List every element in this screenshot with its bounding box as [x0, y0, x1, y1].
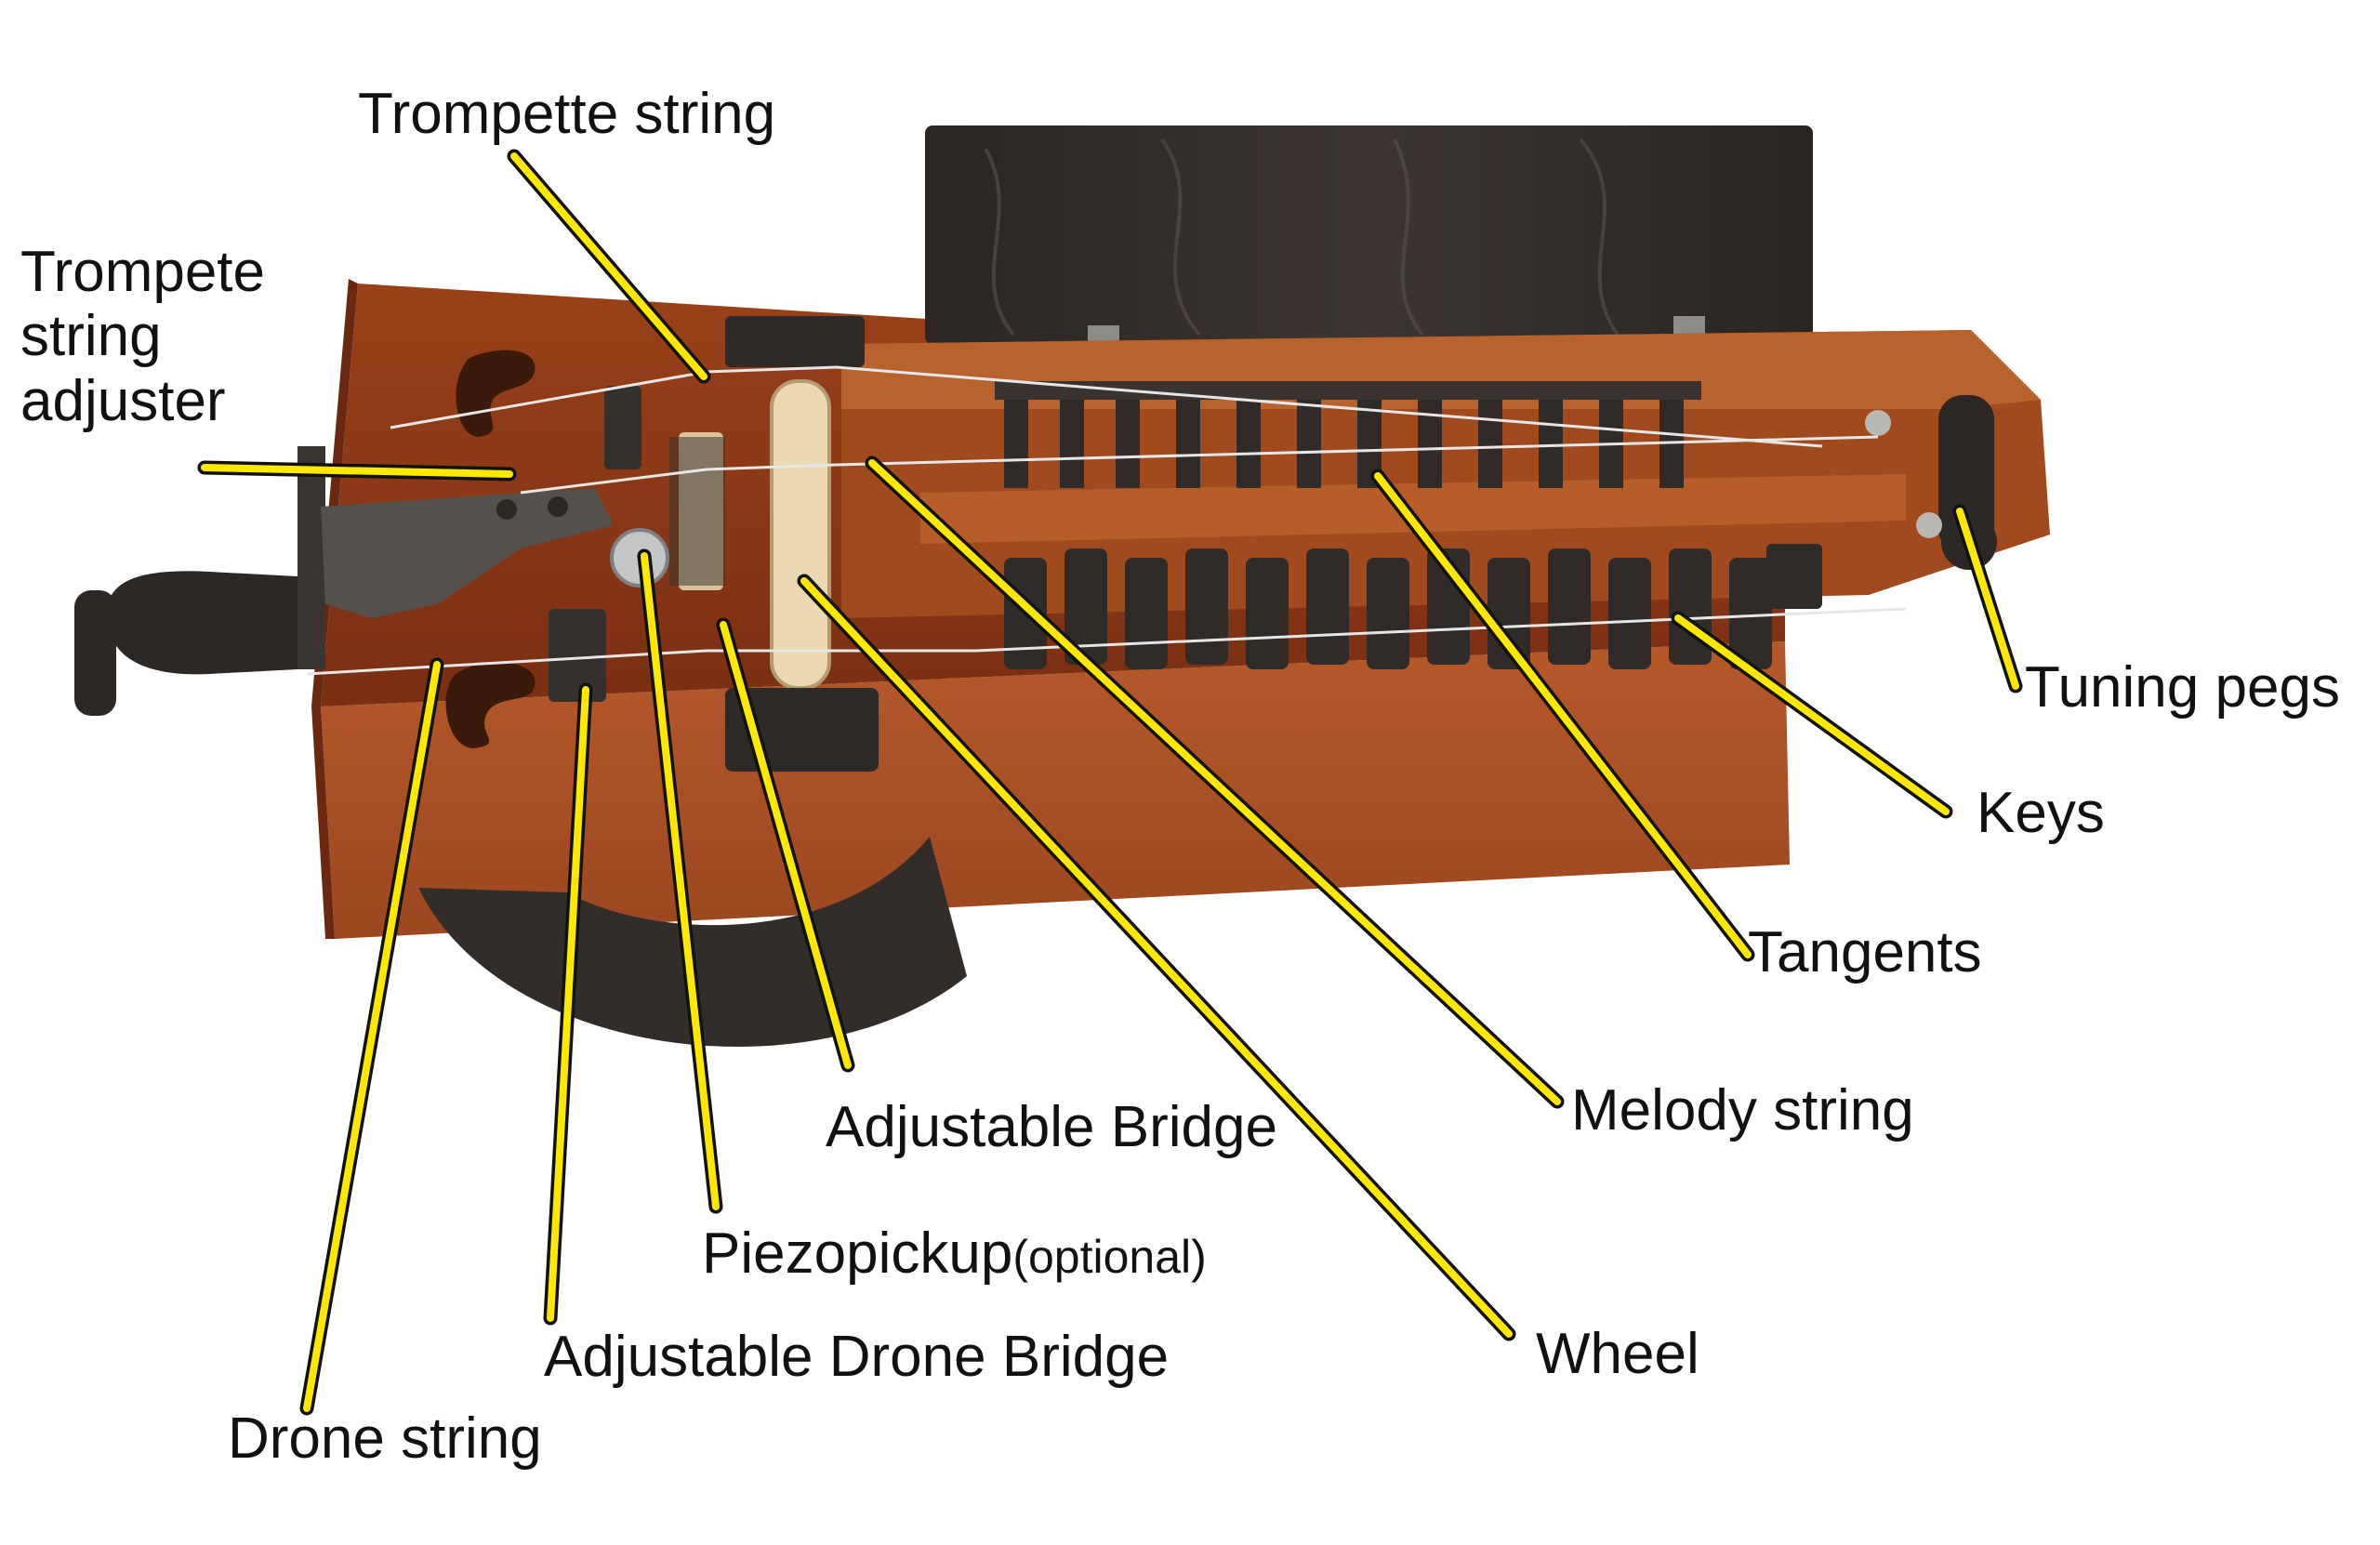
strings	[306, 365, 1907, 676]
label-tangents: Tangents	[1748, 920, 1982, 984]
leader-tangents	[1374, 472, 1752, 958]
label-trompette-string: Trompette string	[358, 82, 776, 146]
leader-adjustable-bridge	[720, 621, 852, 1069]
drone-bridge-block	[549, 609, 606, 702]
hurdy-gurdy-instrument	[74, 125, 2050, 1048]
label-keys: Keys	[1977, 781, 2105, 845]
leader-wheel	[800, 577, 1513, 1338]
leader-adjustable-drone-bridge	[547, 686, 589, 1322]
tailpiece	[321, 488, 614, 618]
label-wheel: Wheel	[1536, 1322, 1699, 1386]
leader-trompette-string	[510, 152, 707, 380]
label-melody-string: Melody string	[1571, 1078, 1914, 1142]
label-adjustable-drone-bridge: Adjustable Drone Bridge	[544, 1325, 1170, 1389]
tangents-row	[995, 381, 1701, 488]
label-piezopickup: Piezopickup(optional)	[702, 1221, 1207, 1286]
leader-lines	[197, 149, 2023, 1416]
body-side	[321, 641, 1790, 939]
wheel-disc	[770, 379, 831, 690]
label-trompete-string-adjuster: Trompete string adjuster	[20, 240, 266, 433]
crank-handle	[74, 446, 325, 716]
label-piezopickup-main: Piezopickup	[702, 1221, 1013, 1286]
leader-drone-string	[303, 661, 441, 1412]
leader-tuning-pegs	[1956, 508, 2019, 690]
body-end	[311, 279, 358, 939]
leader-keys	[1674, 614, 1950, 815]
leader-piezopickup	[641, 552, 720, 1210]
label-tuning-pegs: Tuning pegs	[2025, 655, 2340, 720]
leader-melody-string	[868, 459, 1561, 1105]
label-piezopickup-note: (optional)	[1012, 1231, 1207, 1283]
keybox-rail	[920, 474, 1906, 544]
leader-trompete-adjuster	[201, 464, 513, 478]
tuning-peg-roller	[1938, 395, 1994, 553]
trompette-block	[604, 386, 641, 469]
label-drone-string: Drone string	[228, 1406, 542, 1471]
sound-hole	[456, 350, 536, 437]
label-adjustable-bridge: Adjustable Bridge	[826, 1095, 1277, 1159]
keybox-lid	[925, 125, 1813, 344]
sound-hole	[445, 662, 536, 748]
